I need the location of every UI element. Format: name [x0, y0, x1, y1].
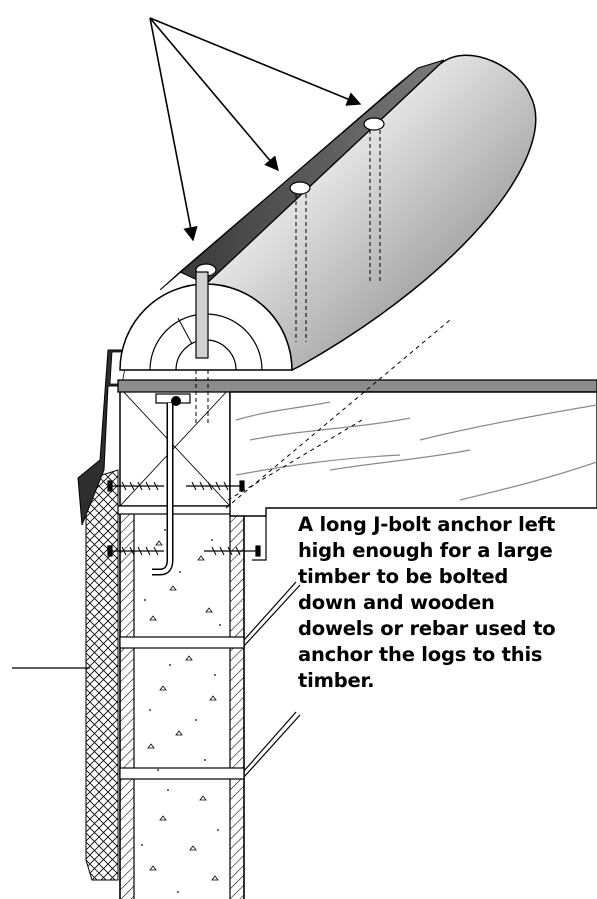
wall-tie-rods: [243, 581, 301, 778]
floor-joist: [117, 319, 597, 561]
soil-backfill: [85, 469, 119, 881]
caption-line: down and wooden: [298, 591, 495, 614]
pointer-arrows: [149, 17, 362, 242]
caption-line: timber.: [298, 669, 375, 692]
caption-line: high enough for a large: [298, 539, 553, 562]
caption-line: dowels or rebar used to: [298, 617, 556, 640]
caption-line: anchor the logs to this: [298, 643, 543, 666]
half-log: [119, 54, 537, 425]
caption-line: A long J-bolt anchor left: [298, 513, 556, 536]
j-bolt-caption: A long J-bolt anchor left high enough fo…: [298, 512, 596, 694]
concrete-block-wall: [119, 511, 245, 899]
lag-bolts: [107, 480, 261, 557]
caption-line: timber to be bolted: [298, 565, 509, 588]
j-bolt-anchor: [152, 393, 191, 576]
